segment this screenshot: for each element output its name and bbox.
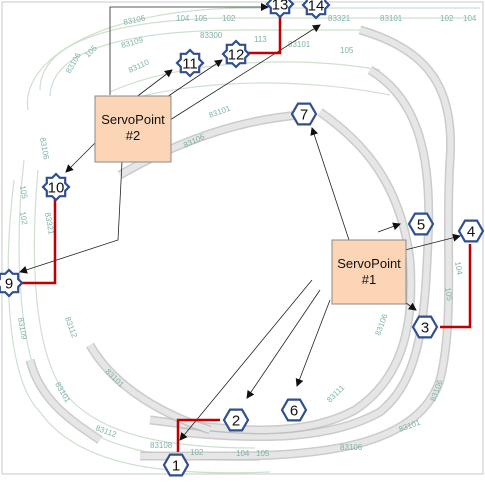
track-part-label: 83106 xyxy=(340,443,363,452)
track-part-label: 104 xyxy=(176,14,190,23)
turnout-marker-7[interactable]: 7 xyxy=(290,102,318,126)
turnout-marker-11[interactable]: 11 xyxy=(175,48,205,78)
servopoint-1-arrows xyxy=(179,127,461,441)
turnout-marker-2[interactable]: 2 xyxy=(222,408,250,432)
turnout-marker-4[interactable]: 4 xyxy=(457,219,485,243)
hexagon-marker-shape xyxy=(407,212,435,236)
star-marker-shape xyxy=(175,48,205,78)
track-part-label: 83112 xyxy=(63,316,79,340)
turnout-marker-label: 12 xyxy=(228,47,245,64)
track-part-label: 83101 xyxy=(380,14,403,23)
turnout-marker-label: 2 xyxy=(232,413,240,430)
track-part-label: 105 xyxy=(194,14,208,23)
star-marker-shape xyxy=(221,39,251,69)
track-part-label: 83111 xyxy=(325,383,347,405)
track-part-label: 83101 xyxy=(208,104,233,120)
hexagon-marker-shape xyxy=(280,398,308,422)
turnout-marker-1[interactable]: 1 xyxy=(162,453,190,477)
turnout-marker-label: 11 xyxy=(182,56,198,73)
star-marker-shape xyxy=(41,172,71,202)
track-part-label: 102 xyxy=(440,14,454,23)
track-part-label: 83106 xyxy=(428,378,444,403)
track-part-label: 105 xyxy=(340,46,354,55)
track-part-label: 83106 xyxy=(123,13,147,27)
turnout-marker-12[interactable]: 12 xyxy=(221,39,251,69)
track-part-label: 83300 xyxy=(200,31,223,40)
track-part-label: 104 xyxy=(236,449,250,458)
turnout-marker-6[interactable]: 6 xyxy=(280,398,308,422)
servopoint-2[interactable]: ServoPoint #2 xyxy=(94,95,172,163)
track-part-label: 104 xyxy=(453,261,464,276)
turnout-marker-label: 7 xyxy=(300,107,308,124)
track-part-label: 83321 xyxy=(328,14,351,23)
turnout-marker-label: 1 xyxy=(172,458,180,475)
track-part-label: 104 xyxy=(463,14,477,23)
servopoint-1-number: #1 xyxy=(362,272,376,287)
track-part-label: 83106 xyxy=(64,51,83,75)
turnout-marker-5[interactable]: 5 xyxy=(407,212,435,236)
turnout-marker-label: 5 xyxy=(417,217,425,234)
turnout-marker-13[interactable]: 13 xyxy=(265,0,295,19)
turnout-marker-label: 3 xyxy=(421,320,429,337)
turnout-marker-label: 9 xyxy=(5,276,13,293)
track-part-label: 105 xyxy=(83,43,99,59)
turnout-marker-label: 4 xyxy=(467,224,475,241)
track-part-label: 105 xyxy=(18,185,29,200)
track-part-label: 83101 xyxy=(398,418,423,434)
servopoint-2-number: #2 xyxy=(126,128,140,143)
hexagon-marker-shape xyxy=(411,315,439,339)
star-marker-shape xyxy=(301,0,331,20)
track-part-label: 83321 xyxy=(43,212,56,236)
turnout-marker-14[interactable]: 14 xyxy=(301,0,331,20)
star-marker-shape xyxy=(0,268,24,298)
servopoint-2-title: ServoPoint xyxy=(101,112,165,127)
hexagon-marker-shape xyxy=(162,453,190,477)
track-part-label: 83109 xyxy=(120,35,144,50)
track-part-label: 105 xyxy=(443,287,454,302)
track-part-label: 83108 xyxy=(150,441,173,450)
turnout-marker-label: 13 xyxy=(272,0,289,14)
track-layout xyxy=(7,7,480,474)
wiring xyxy=(20,14,472,452)
track-part-label: 105 xyxy=(256,449,270,458)
track-part-label: 113 xyxy=(254,35,267,44)
track-part-label: 102 xyxy=(18,211,29,226)
track-part-label: 83110 xyxy=(127,57,151,75)
turnout-marker-9[interactable]: 9 xyxy=(0,268,24,298)
track-part-label: 83106 xyxy=(38,137,51,161)
turnout-marker-label: 14 xyxy=(308,0,325,15)
track-part-label: 102 xyxy=(190,448,204,457)
turnout-marker-3[interactable]: 3 xyxy=(411,315,439,339)
track-part-label: 102 xyxy=(222,14,236,23)
servopoint-1-title: ServoPoint xyxy=(337,256,401,271)
track-part-label: 83101 xyxy=(288,40,311,49)
hexagon-marker-shape xyxy=(222,408,250,432)
track-part-label: 83106 xyxy=(373,312,389,337)
track-part-label: 83109 xyxy=(16,317,29,341)
turnout-marker-label: 10 xyxy=(48,180,65,197)
servopoint-1[interactable]: ServoPoint #1 xyxy=(331,239,407,305)
hexagon-marker-shape xyxy=(457,219,485,243)
diagram-frame xyxy=(1,1,484,475)
star-marker-shape xyxy=(265,0,295,19)
hexagon-marker-shape xyxy=(290,102,318,126)
turnout-marker-label: 6 xyxy=(290,403,298,420)
turnout-marker-10[interactable]: 10 xyxy=(41,172,71,202)
